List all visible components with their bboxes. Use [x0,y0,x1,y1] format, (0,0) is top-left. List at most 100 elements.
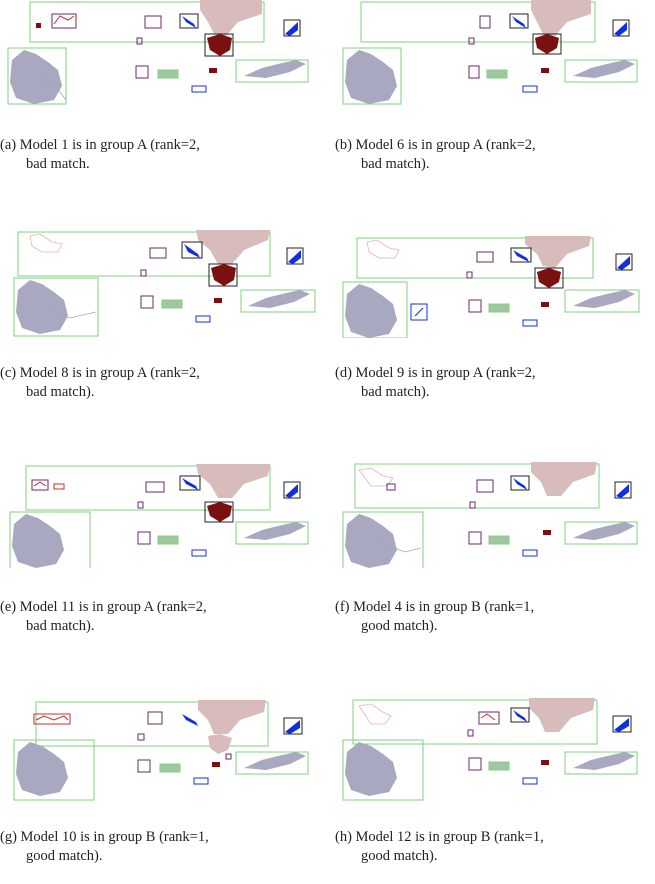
gray-region [244,752,306,770]
pink-region [531,0,591,36]
outlined-shape [476,251,494,263]
gray-region [248,290,310,308]
pink-region [196,230,270,264]
gray-region [345,742,397,796]
outlined-shape [51,13,77,29]
dark-red-marker [209,68,217,73]
panel-h: (h) Model 12 is in group B (rank=1, good… [335,694,653,884]
dark-red-box [204,501,234,523]
caption-h-line1: (h) Model 12 is in group B (rank=1, [335,829,544,845]
blue-shape [184,244,200,258]
blue-shape [288,250,301,264]
blue-shape [182,714,198,726]
panel-e-plot [9,464,309,568]
group-box [13,739,95,801]
blue-shape [614,22,627,36]
blue-shape-box [612,715,632,733]
pink-region [208,734,232,754]
pink-outline [358,467,394,487]
blue-shape-box [615,253,633,271]
panel-d: (d) Model 9 is in group A (rank=2, bad m… [335,228,653,418]
caption-e-line2: bad match). [26,618,95,634]
dark-red-shape [211,264,236,286]
blue-shape-box [179,475,201,491]
outlined-shape [149,247,167,259]
red-outline-box [33,713,71,725]
dark-red-marker [214,298,222,303]
red-outline-shape [33,481,47,487]
blue-shape [182,478,198,490]
blue-outline [522,319,538,327]
red-outline-shape [480,713,496,721]
gray-region [345,50,397,104]
caption-c-line2: bad match). [26,384,95,400]
caption-e: (e) Model 11 is in group A (rank=2, bad … [0,598,320,636]
caption-g-line2: good match). [26,848,103,864]
panel-d-plot [342,236,640,338]
group-box [342,511,424,568]
gray-region [244,60,306,78]
dark-red-marker [541,302,549,307]
gray-region [573,752,635,770]
blue-outline [193,777,209,785]
dark-red-marker [212,762,220,767]
group-box [564,521,638,545]
small-marker [53,483,65,490]
group-box [235,59,309,83]
gray-region [10,50,62,104]
group-box [13,277,99,337]
group-box [356,237,594,279]
dark-red-box [204,33,234,57]
gray-region [573,290,635,308]
dark-red-shape [207,502,232,522]
pink-region [200,0,262,36]
blue-outline [410,303,428,321]
outlined-shape [137,759,151,773]
gray-region [345,284,397,338]
blue-shape-box [612,19,630,37]
group-box [240,289,316,313]
pink-region [529,698,595,732]
blue-shape [617,256,630,270]
red-outline-shape [35,715,69,721]
blue-outline [195,315,211,323]
river-line [378,541,422,553]
panel-f: (f) Model 4 is in group B (rank=1, good … [335,458,653,648]
blue-shape [513,710,527,722]
caption-c: (c) Model 8 is in group A (rank=2, bad m… [0,364,320,402]
blue-shape [285,720,300,734]
caption-b: (b) Model 6 is in group A (rank=2, bad m… [335,136,655,174]
blue-shape-box [283,481,301,499]
gray-region [244,522,306,540]
group-box [7,47,67,105]
panel-g-plot [13,700,309,801]
caption-f: (f) Model 4 is in group B (rank=1, good … [335,598,655,636]
caption-f-line1: (f) Model 4 is in group B (rank=1, [335,599,535,615]
caption-f-line2: good match). [361,618,438,634]
outlined-shape [144,15,162,29]
blue-shape [285,22,298,36]
pink-region [531,462,597,496]
small-marker [225,753,232,760]
group-box [25,465,271,511]
small-marker [386,483,396,491]
gray-region [573,60,635,78]
blue-shape-box [179,13,199,29]
caption-e-line1: (e) Model 11 is in group A (rank=2, [0,599,207,615]
caption-h: (h) Model 12 is in group B (rank=1, good… [335,828,655,866]
dark-red-marker [541,68,549,73]
small-marker [468,37,475,45]
gray-region [12,514,64,568]
panel-a: (a) Model 1 is in group A (rank=2, bad m… [0,0,318,190]
blue-shape-box [510,247,532,263]
small-marker [137,733,145,741]
pink-region [196,464,270,498]
blue-outline [191,85,207,93]
panel-g: (g) Model 10 is in group B (rank=1, good… [0,694,318,884]
outlined-shape [147,711,163,725]
group-box [342,739,424,801]
small-marker [36,23,41,28]
gray-region [345,514,397,568]
blue-shape [512,16,526,28]
group-box [29,1,265,43]
